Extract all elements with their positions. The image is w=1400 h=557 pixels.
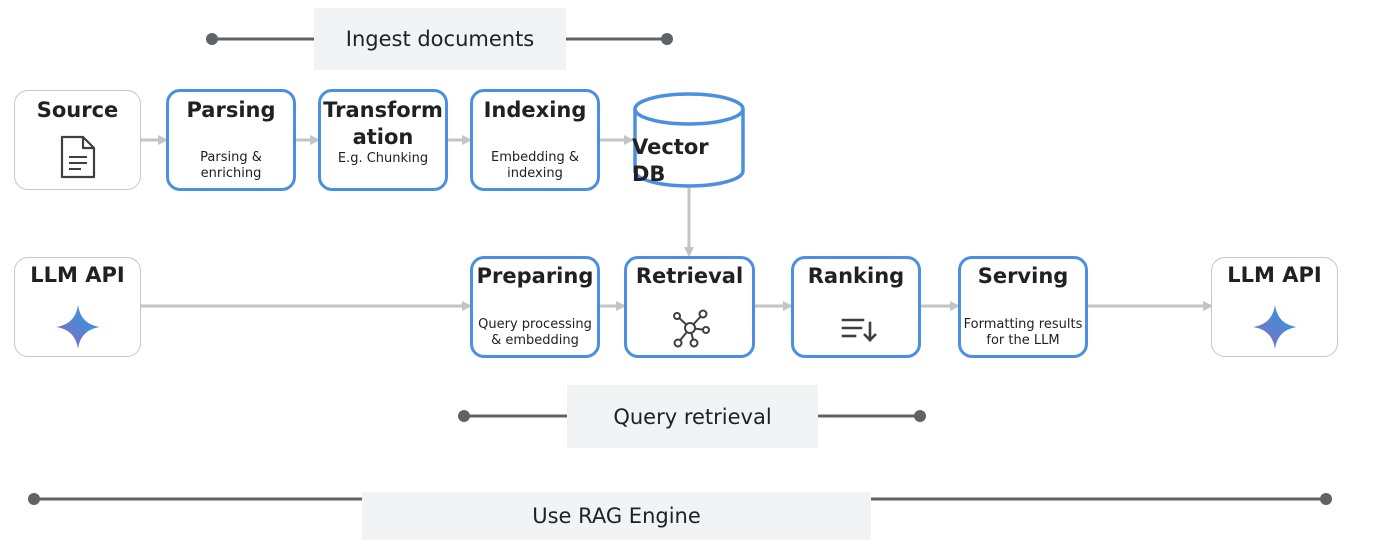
- source-title: Source: [36, 98, 119, 122]
- ingest-documents-band: Ingest documents: [314, 8, 566, 70]
- sparkle-icon: [1253, 305, 1297, 349]
- ranking-title: Ranking: [807, 264, 905, 288]
- document-icon: [60, 135, 96, 179]
- serving-box: Serving Formatting results for the LLM: [958, 256, 1088, 358]
- network-icon: [673, 309, 710, 348]
- llm-api-output-box: LLM API: [1211, 257, 1338, 357]
- parsing-subtitle: Parsing & enriching: [200, 150, 262, 181]
- preparing-box: Preparing Query processing & embedding: [470, 256, 600, 358]
- parsing-box: Parsing Parsing & enriching: [166, 89, 296, 191]
- timeline-dot: [458, 410, 470, 422]
- sparkle-icon: [56, 305, 100, 349]
- timeline-dot: [206, 33, 218, 45]
- llm-api-output-title: LLM API: [1227, 263, 1322, 287]
- vector-db-title: Vector DB: [632, 135, 709, 186]
- use-rag-engine-band: Use RAG Engine: [362, 492, 871, 540]
- preparing-subtitle: Query processing & embedding: [478, 317, 592, 348]
- serving-subtitle: Formatting results for the LLM: [963, 317, 1083, 348]
- transformation-subtitle: E.g. Chunking: [337, 151, 429, 166]
- timeline-dot: [28, 493, 40, 505]
- indexing-subtitle: Embedding & indexing: [490, 150, 579, 181]
- llm-api-input-box: LLM API: [14, 257, 141, 357]
- timeline-dot: [914, 410, 926, 422]
- transformation-box: Transform ation E.g. Chunking: [318, 89, 448, 191]
- query-retrieval-band: Query retrieval: [567, 385, 818, 448]
- timeline-dot: [1320, 493, 1332, 505]
- llm-api-input-title: LLM API: [30, 263, 125, 287]
- parsing-title: Parsing: [186, 98, 276, 122]
- source-box: Source: [14, 90, 141, 190]
- indexing-title: Indexing: [483, 98, 587, 122]
- serving-title: Serving: [977, 264, 1069, 288]
- retrieval-box: Retrieval: [624, 256, 755, 358]
- ranking-box: Ranking: [791, 256, 921, 358]
- sort-icon: [841, 318, 877, 342]
- indexing-box: Indexing Embedding & indexing: [470, 89, 600, 191]
- retrieval-title: Retrieval: [635, 264, 744, 288]
- vector-db-cylinder: [633, 92, 745, 188]
- preparing-title: Preparing: [476, 264, 594, 288]
- transformation-title: Transform ation: [323, 98, 443, 149]
- timeline-dot: [661, 33, 673, 45]
